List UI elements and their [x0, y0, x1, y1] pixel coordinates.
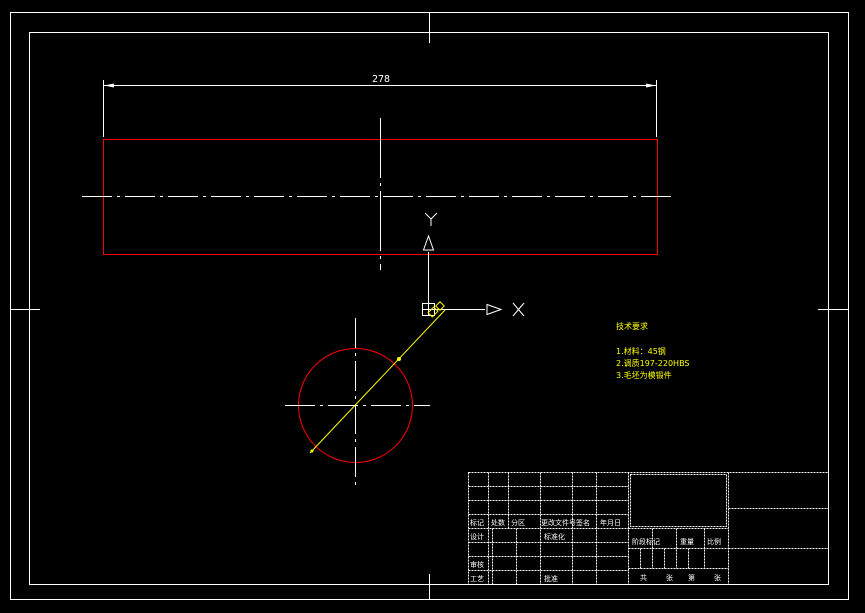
tb-label-count: 处数: [491, 518, 505, 527]
tb-label-change-doc: 更改文件号: [541, 518, 576, 527]
centering-marks: [10, 12, 849, 600]
tech-requirement-2: 2.调质197-220HBS: [616, 358, 690, 368]
tb-label-process: 工艺: [470, 575, 484, 583]
tb-label-weight: 重量: [680, 538, 694, 546]
title-block[interactable]: [468, 472, 829, 585]
tb-label-number: 第: [688, 573, 695, 582]
tb-label-stage: 阶段标记: [632, 537, 660, 546]
title-block-labels: 标记 处数 分区 更改文件号 签名 年月日 设计 标准化 审核 工艺 批准 阶段…: [470, 518, 721, 583]
tech-requirements-title: 技术要求: [616, 321, 648, 331]
sheet-border: [10, 12, 849, 600]
ucs-icon[interactable]: [422, 234, 503, 316]
tb-label-date: 年月日: [600, 518, 621, 527]
tech-requirement-1: 1.材料：45钢: [616, 346, 666, 356]
ucs-y-label: [424, 212, 438, 226]
dimension-arrow-left-icon: [104, 83, 114, 88]
leader-grip-icon: [427, 306, 439, 318]
tb-label-review: 审核: [470, 560, 484, 569]
tb-label-scale: 比例: [707, 537, 721, 546]
tech-requirements: 技术要求 1.材料：45钢 2.调质197-220HBS 3.毛坯为模锻件: [616, 321, 690, 380]
dimension-label: 278: [372, 74, 390, 85]
tb-label-sign: 签名: [576, 518, 590, 527]
ucs-x-label: [512, 302, 525, 317]
tb-label-standard: 标准化: [544, 532, 565, 541]
tb-label-design: 设计: [470, 532, 484, 541]
tb-label-mark: 标记: [470, 518, 484, 527]
tb-label-zone: 分区: [511, 518, 525, 527]
dimension-arrow-right-icon: [646, 83, 656, 88]
tb-label-total: 共: [640, 573, 647, 582]
length-dimension[interactable]: 278: [103, 74, 657, 137]
diameter-leader[interactable]: [309, 301, 446, 454]
tech-requirement-3: 3.毛坯为模锻件: [616, 370, 672, 380]
tb-label-sheet: 张: [714, 573, 721, 582]
tb-label-sheets: 张: [666, 573, 673, 582]
leader-grip-icon-2: [435, 301, 445, 311]
tb-label-approve: 批准: [544, 574, 558, 583]
